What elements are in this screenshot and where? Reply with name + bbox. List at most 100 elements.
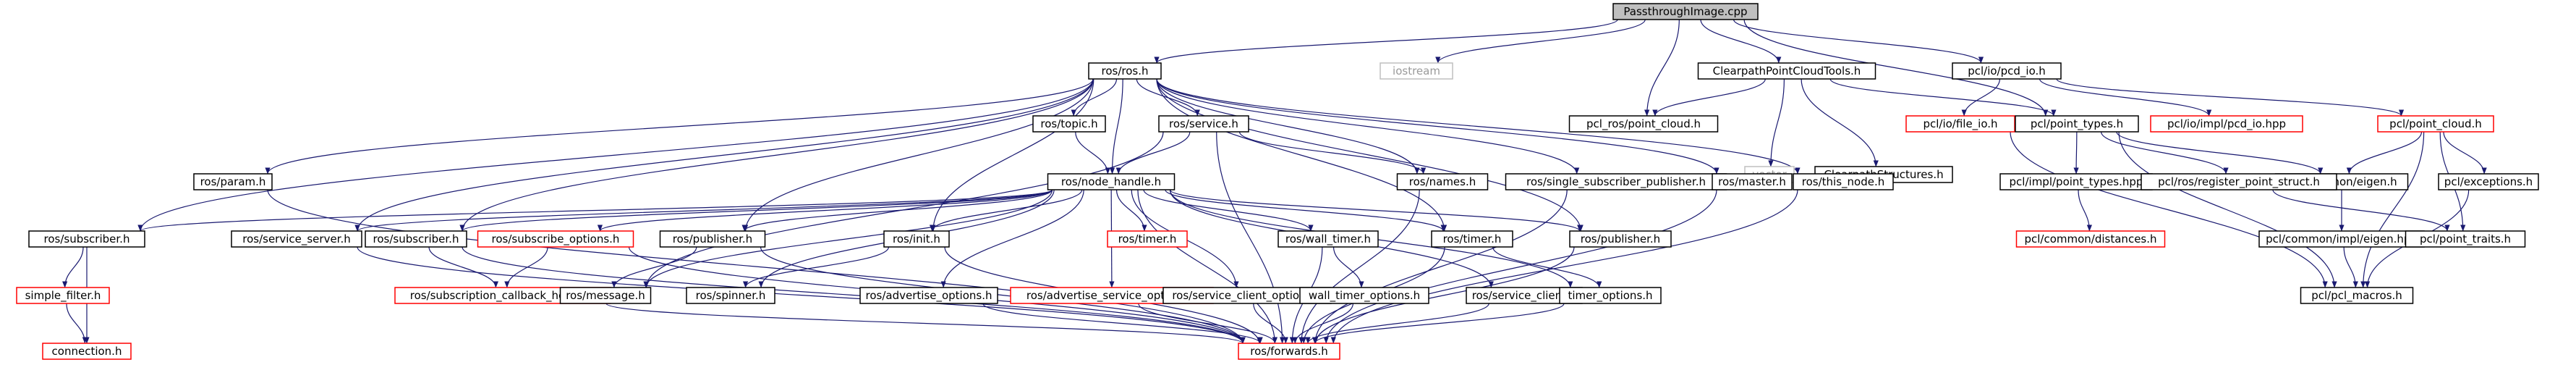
node-label: ros/node_handle.h	[1061, 175, 1161, 189]
node-pcl-ros-pc[interactable]: pcl_ros/point_cloud.h	[1568, 115, 1719, 133]
node-root[interactable]: PassthroughImage.cpp	[1612, 3, 1759, 20]
node-label: ros/names.h	[1409, 175, 1476, 188]
edge-adv-options-to-forwards	[982, 303, 1263, 344]
edge-sub-options-to-sub-cb-helper	[504, 246, 548, 288]
node-label: pcl/io/pcd_io.h	[1968, 64, 2046, 78]
node-ctools[interactable]: ClearpathPointCloudTools.h	[1697, 62, 1876, 80]
edge-ros-ros-to-this-node	[1156, 78, 1801, 175]
node-box	[2150, 115, 2303, 133]
edge-ros-service-to-ros-names	[1238, 131, 1427, 175]
edge-ros-param-to-forwards	[267, 189, 1246, 344]
node-label: ros/message.h	[566, 289, 645, 302]
node-this-node[interactable]: ros/this_node.h	[1793, 173, 1894, 190]
node-file-io[interactable]: pcl/io/file_io.h	[1905, 115, 2015, 133]
node-forwards[interactable]: ros/forwards.h	[1238, 343, 1340, 360]
node-subscriber-h[interactable]: ros/subscriber.h	[365, 230, 467, 248]
node-label: ros/forwards.h	[1250, 345, 1327, 358]
node-eigen-hpp[interactable]: pcl/common/impl/eigen.hpp	[2258, 230, 2425, 248]
edge-ros-names-to-forwards	[1298, 189, 1420, 344]
node-box	[1380, 62, 1453, 80]
node-box	[2405, 230, 2526, 248]
node-box	[1697, 62, 1876, 80]
node-label: pcl/impl/point_types.hpp	[2010, 175, 2143, 189]
edge-pcd-io-to-file-io	[1961, 78, 2000, 117]
node-box	[1047, 173, 1176, 190]
node-box	[1299, 287, 1429, 304]
node-box	[28, 230, 145, 248]
node-wall-timer[interactable]: ros/wall_timer.h	[1278, 230, 1379, 248]
edge-node-handle-to-publisher-1	[741, 189, 1053, 232]
node-adv-options[interactable]: ros/advertise_options.h	[859, 287, 998, 304]
node-sub-cb-helper[interactable]: ros/subscription_callback_helper.h	[394, 287, 611, 304]
edge-point-cloud-to-pcl-macros	[2360, 131, 2425, 288]
node-srv-cl-options[interactable]: ros/service_client_options.h	[1162, 287, 1332, 304]
edge-node-handle-to-sub-options	[598, 189, 1053, 232]
node-ros-message[interactable]: ros/message.h	[559, 287, 652, 304]
edge-pcd-io-to-point-cloud	[2056, 78, 2404, 117]
edge-node-handle-to-service-server	[354, 189, 1053, 232]
edge-ros-ros-to-publisher-1	[743, 78, 1094, 232]
node-srv-client[interactable]: ros/service_client.h	[1466, 287, 1583, 304]
node-pcl-macros[interactable]: pcl/pcl_macros.h	[2300, 287, 2414, 304]
node-publisher-2[interactable]: ros/publisher.h	[1569, 230, 1672, 248]
node-ros-init[interactable]: ros/init.h	[883, 230, 950, 248]
node-ros-names[interactable]: ros/names.h	[1396, 173, 1489, 190]
edge-eigen-hpp-to-pcl-macros	[2343, 246, 2358, 288]
node-pcd-io[interactable]: pcl/io/pcd_io.h	[1952, 62, 2062, 80]
edge-point-types-to-pcl-macros	[2118, 131, 2337, 288]
edge-impl-pt-hpp-to-common-dist	[2078, 189, 2092, 232]
node-ros-ros[interactable]: ros/ros.h	[1088, 62, 1162, 80]
node-service-server[interactable]: ros/service_server.h	[231, 230, 362, 248]
node-impl-pt-hpp[interactable]: pcl/impl/point_types.hpp	[1999, 173, 2153, 190]
edge-pcd-io-to-pcd-io-hpp	[2039, 78, 2212, 117]
node-label: pcl/common/distances.h	[2024, 232, 2156, 246]
edge-single-sub-pub-to-forwards	[1312, 189, 1568, 344]
edge-wt-options-to-forwards	[1292, 303, 1353, 344]
edge-ros-ros-to-timer-2	[1156, 78, 1448, 232]
node-label: PassthroughImage.cpp	[1623, 5, 1747, 18]
node-label: simple_filter.h	[25, 289, 101, 303]
node-ros-param[interactable]: ros/param.h	[193, 173, 273, 190]
node-label: ros/master.h	[1718, 175, 1786, 188]
node-label: pcl/exceptions.h	[2444, 175, 2533, 188]
node-reg-pt-struct[interactable]: pcl/ros/register_point_struct.h	[2141, 173, 2337, 190]
node-ros-spinner[interactable]: ros/spinner.h	[686, 287, 775, 304]
node-ros-service[interactable]: ros/service.h	[1158, 115, 1249, 133]
node-connection[interactable]: connection.h	[42, 343, 132, 360]
node-node-handle[interactable]: ros/node_handle.h	[1047, 173, 1176, 190]
edge-node-handle-to-forwards	[1137, 189, 1278, 344]
node-label: ros/service_server.h	[242, 232, 351, 246]
node-exceptions[interactable]: pcl/exceptions.h	[2438, 173, 2539, 190]
node-publisher-1[interactable]: ros/publisher.h	[659, 230, 766, 248]
edge-node-handle-to-ros-init	[929, 189, 1083, 232]
node-point-types[interactable]: pcl/point_types.h	[2015, 115, 2139, 133]
node-box	[2015, 115, 2139, 133]
node-wt-options[interactable]: wall_timer_options.h	[1299, 287, 1429, 304]
node-label: wall_timer_options.h	[1309, 289, 1420, 303]
node-sub-options[interactable]: ros/subscribe_options.h	[477, 230, 634, 248]
edge-file-io-to-pcl-macros	[2010, 131, 2328, 288]
node-point-traits[interactable]: pcl/point_traits.h	[2405, 230, 2526, 248]
node-common-dist[interactable]: pcl/common/distances.h	[2015, 230, 2166, 248]
node-ros-master[interactable]: ros/master.h	[1712, 173, 1793, 190]
edge-srv-cl-options-to-forwards	[1253, 303, 1288, 344]
node-box	[559, 287, 652, 304]
node-timer-options[interactable]: timer_options.h	[1559, 287, 1662, 304]
node-timer-2[interactable]: ros/timer.h	[1431, 230, 1513, 248]
edge-subscriber-h-to-forwards	[462, 246, 1246, 344]
edge-root-to-pcl-ros-pc	[1644, 19, 1680, 117]
edge-ros-ros-to-ros-names	[1156, 78, 1420, 175]
node-iostream[interactable]: iostream	[1380, 62, 1453, 80]
node-single-sub-pub[interactable]: ros/single_subscriber_publisher.h	[1505, 173, 1727, 190]
node-ros-subscriber[interactable]: ros/subscriber.h	[28, 230, 145, 248]
node-label: ros/timer.h	[1118, 232, 1177, 246]
node-simple-filter[interactable]: simple_filter.h	[16, 287, 110, 304]
node-timer-red[interactable]: ros/timer.h	[1107, 230, 1188, 248]
node-pcd-io-hpp[interactable]: pcl/io/impl/pcd_io.hpp	[2150, 115, 2303, 133]
node-adv-srv-options[interactable]: ros/advertise_service_options.h	[1010, 287, 1214, 304]
edge-ctools-to-vector	[1768, 78, 1785, 167]
node-point-cloud[interactable]: pcl/point_cloud.h	[2377, 115, 2494, 133]
edge-simple-filter-to-connection	[66, 303, 88, 344]
node-ros-topic[interactable]: ros/topic.h	[1032, 115, 1106, 133]
edge-ros-ros-to-ros-master	[1156, 78, 1720, 175]
